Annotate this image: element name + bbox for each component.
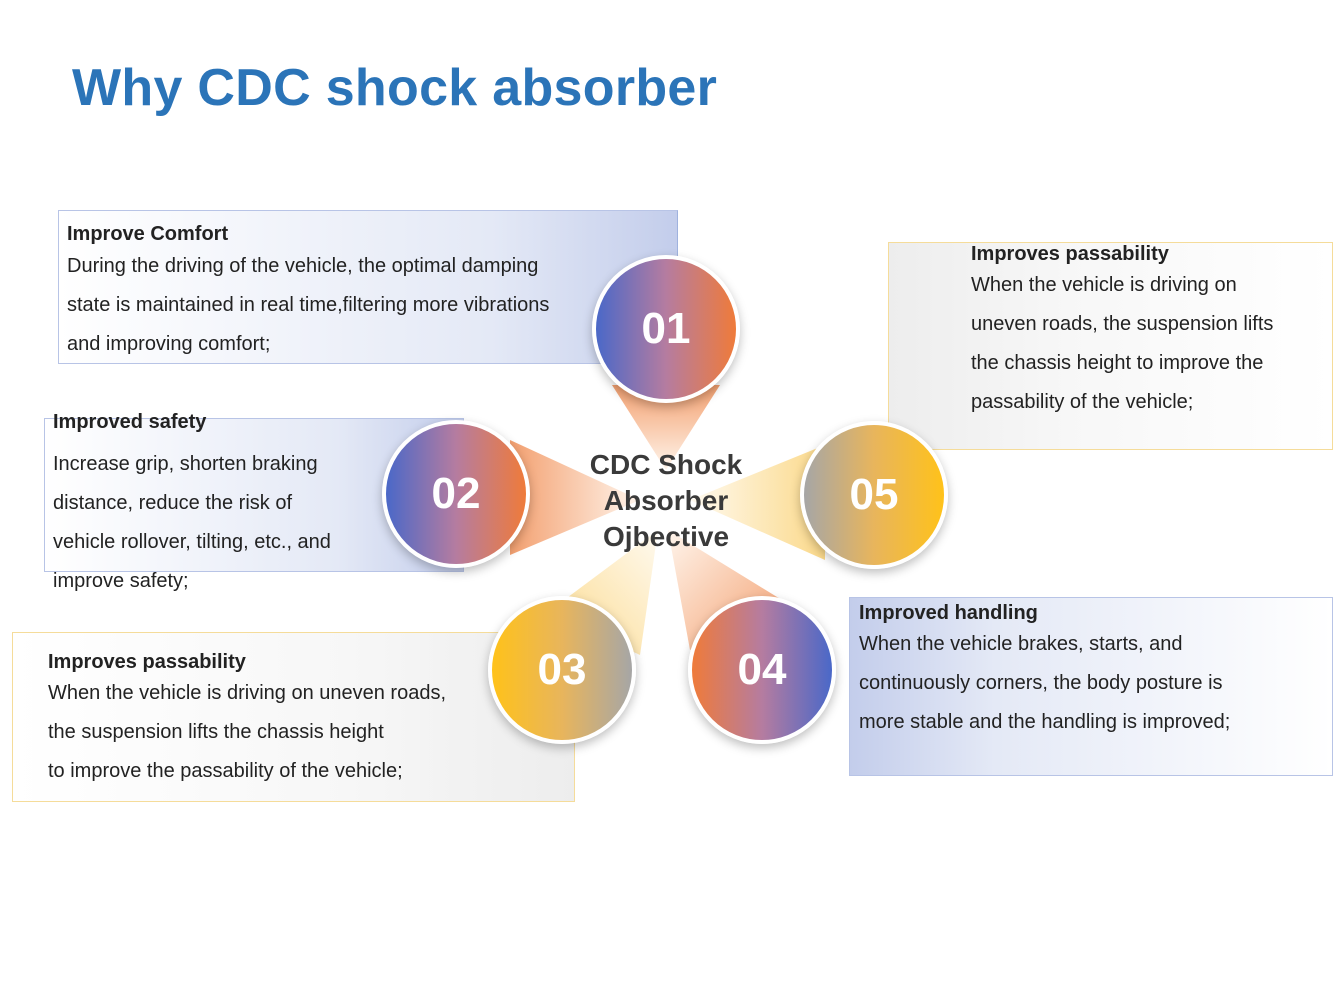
item-title-01: Improve Comfort xyxy=(67,223,229,245)
number-circle-05: 05 xyxy=(800,421,948,569)
item-box-05: Improves passability When the vehicle is… xyxy=(888,242,1333,450)
item-box-01: Improve Comfort During the driving of th… xyxy=(58,210,678,364)
item-box-02: Improved safety Increase grip, shorten b… xyxy=(44,411,464,592)
item-description-02: Increase grip, shorten braking distance,… xyxy=(53,453,331,592)
item-description-03: When the vehicle is driving on uneven ro… xyxy=(48,682,447,782)
ray-02 xyxy=(510,440,640,555)
center-label-line-3: Ojbective xyxy=(602,521,730,552)
page-title: Why CDC shock absorber xyxy=(72,59,718,117)
center-label-line-1: CDC Shock xyxy=(589,449,743,480)
ray-01 xyxy=(612,385,720,470)
item-description-01: During the driving of the vehicle, the o… xyxy=(67,255,550,355)
center-label-line-2: Absorber xyxy=(603,485,729,516)
item-box-04: Improved handling When the vehicle brake… xyxy=(849,597,1333,776)
item-description-04: When the vehicle brakes, starts, and con… xyxy=(859,633,1231,733)
item-title-03: Improves passability xyxy=(48,651,246,673)
ray-04 xyxy=(668,530,782,650)
center-label: CDC Shock Absorber Ojbective xyxy=(576,447,756,555)
ray-05 xyxy=(690,445,825,560)
item-box-03: Improves passability When the vehicle is… xyxy=(12,632,575,802)
number-circle-04: 04 xyxy=(688,596,836,744)
item-description-05: When the vehicle is driving on uneven ro… xyxy=(971,274,1274,413)
item-title-02: Improved safety xyxy=(53,411,207,433)
number-circle-03: 03 xyxy=(488,596,636,744)
item-title-05: Improves passability xyxy=(971,243,1169,265)
item-title-04: Improved handling xyxy=(859,602,1038,624)
number-circle-01: 01 xyxy=(592,255,740,403)
number-circle-02: 02 xyxy=(382,420,530,568)
